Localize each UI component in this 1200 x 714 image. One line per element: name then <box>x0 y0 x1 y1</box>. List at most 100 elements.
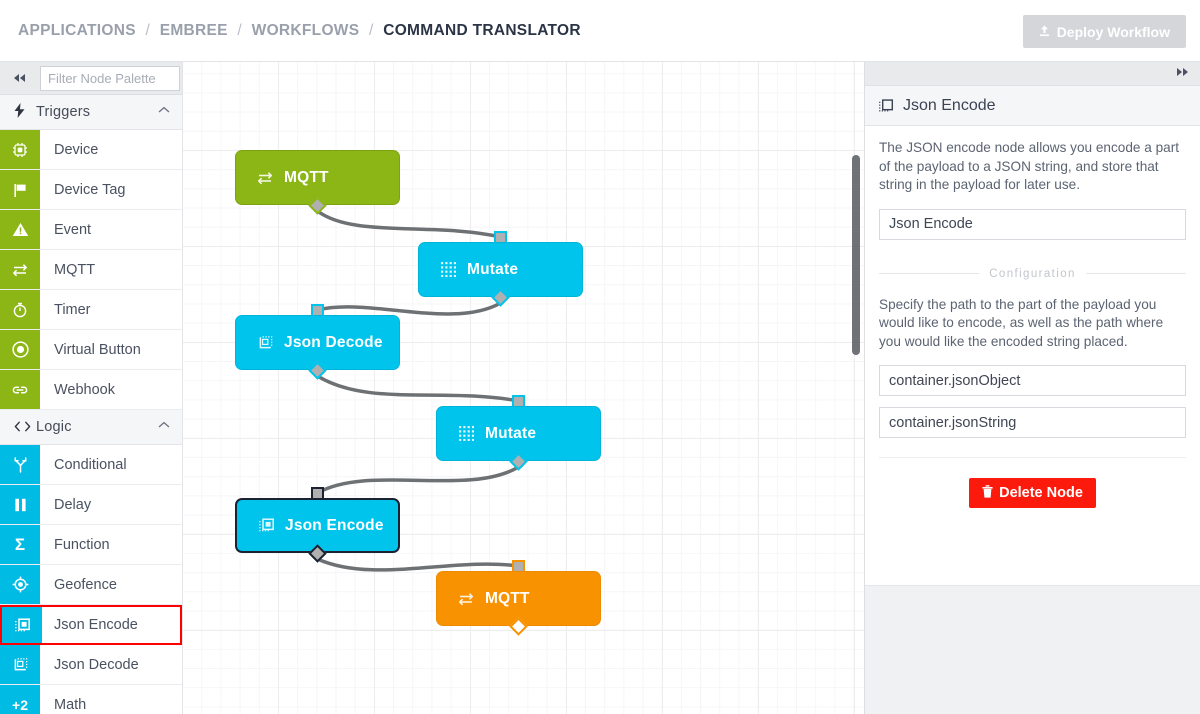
palette-header <box>0 62 182 95</box>
palette-section-logic[interactable]: Logic <box>0 410 182 445</box>
exchange-arrows-icon <box>0 250 40 289</box>
configuration-label: Configuration <box>989 267 1076 280</box>
node-inspector-panel: Json Encode The JSON encode node allows … <box>864 62 1200 714</box>
json-encode-icon <box>878 98 894 114</box>
configuration-divider: Configuration <box>879 267 1187 280</box>
upload-icon <box>1039 25 1050 39</box>
workflow-node-label: Mutate <box>467 260 519 278</box>
node-palette: Triggers Device Device Tag Event MQ <box>0 62 183 714</box>
palette-item-device-tag[interactable]: Device Tag <box>0 170 182 210</box>
workflow-node-label: MQTT <box>284 168 329 186</box>
palette-item-json-decode[interactable]: Json Decode <box>0 645 182 685</box>
palette-item-mqtt[interactable]: MQTT <box>0 250 182 290</box>
palette-item-json-encode[interactable]: Json Encode <box>0 605 182 645</box>
flag-icon <box>0 170 40 209</box>
inspector-body: The JSON encode node allows you encode a… <box>865 126 1200 586</box>
workflow-edges <box>315 209 521 572</box>
node-description: The JSON encode node allows you encode a… <box>879 140 1180 192</box>
palette-item-geofence[interactable]: Geofence <box>0 565 182 605</box>
chip-icon <box>0 130 40 169</box>
trash-icon <box>982 485 993 501</box>
deploy-workflow-label: Deploy Workflow <box>1056 23 1170 40</box>
palette-item-virtual-button[interactable]: Virtual Button <box>0 330 182 370</box>
grid-dots-icon <box>431 262 465 277</box>
divider-line-right <box>1085 273 1187 274</box>
edge-mutate2-to-json-encode <box>315 465 521 495</box>
exchange-arrows-icon <box>248 171 282 185</box>
breadcrumb: Applications / Embree / Workflows / Comm… <box>18 22 581 40</box>
palette-item-timer[interactable]: Timer <box>0 290 182 330</box>
palette-section-label: Logic <box>36 419 72 435</box>
node-name-input[interactable] <box>879 208 1186 240</box>
code-brackets-icon <box>14 420 36 435</box>
deploy-workflow-button[interactable]: Deploy Workflow <box>1022 15 1186 48</box>
palette-item-label: Device Tag <box>54 181 126 198</box>
palette-item-device[interactable]: Device <box>0 130 182 170</box>
branch-icon <box>0 445 40 484</box>
edge-json-decode-to-mutate2 <box>315 374 521 403</box>
json-decode-icon <box>248 334 282 351</box>
page-title: Command Translator <box>383 22 581 39</box>
palette-item-webhook[interactable]: Webhook <box>0 370 182 410</box>
filter-node-palette-input[interactable] <box>40 65 180 91</box>
palette-item-label: Timer <box>54 301 91 318</box>
sigma-icon: Σ <box>0 525 40 564</box>
delete-node-label: Delete Node <box>999 485 1083 501</box>
breadcrumb-embree[interactable]: Embree <box>159 22 228 39</box>
palette-section-label: Triggers <box>36 104 91 120</box>
palette-item-label: Delay <box>54 496 92 513</box>
breadcrumb-separator: / <box>368 22 374 39</box>
json-encode-icon <box>2 607 42 643</box>
edge-json-encode-to-mqtt-out <box>315 557 521 572</box>
double-chevron-left-icon[interactable] <box>0 62 40 95</box>
warning-triangle-icon <box>0 210 40 249</box>
chevron-up-icon <box>158 420 170 432</box>
palette-item-label: Json Encode <box>54 617 138 633</box>
top-bar: Applications / Embree / Workflows / Comm… <box>0 0 1200 62</box>
bolt-icon <box>14 103 36 121</box>
crosshair-icon <box>0 565 40 604</box>
palette-item-function[interactable]: Σ Function <box>0 525 182 565</box>
target-path-input[interactable] <box>879 407 1186 438</box>
palette-item-conditional[interactable]: Conditional <box>0 445 182 485</box>
palette-item-event[interactable]: Event <box>0 210 182 250</box>
palette-item-label: Virtual Button <box>54 341 141 358</box>
stopwatch-icon <box>0 290 40 329</box>
breadcrumb-workflows[interactable]: Workflows <box>251 22 360 39</box>
palette-item-math[interactable]: +2 Math <box>0 685 182 714</box>
workflow-node-label: MQTT <box>485 589 530 607</box>
palette-item-label: Conditional <box>54 456 127 473</box>
json-decode-icon <box>0 645 40 684</box>
source-path-input[interactable] <box>879 365 1186 396</box>
pause-icon <box>0 485 40 524</box>
workflow-node-mutate-2[interactable]: Mutate <box>436 406 601 461</box>
plus-two-badge: +2 <box>0 685 40 714</box>
workflow-node-json-encode[interactable]: Json Encode <box>235 498 400 553</box>
breadcrumb-applications[interactable]: Applications <box>18 22 136 39</box>
palette-item-label: Device <box>54 141 99 158</box>
palette-item-label: Math <box>54 696 87 713</box>
edge-mutate-to-json-decode <box>315 301 503 316</box>
inspector-header-bar <box>865 62 1200 86</box>
palette-item-label: Webhook <box>54 381 115 398</box>
workflow-canvas[interactable]: MQTT Mutate Json Decode <box>183 62 864 714</box>
palette-item-label: MQTT <box>54 261 96 278</box>
delete-node-row: Delete Node <box>879 457 1186 508</box>
palette-item-delay[interactable]: Delay <box>0 485 182 525</box>
workflow-node-json-decode[interactable]: Json Decode <box>235 315 400 370</box>
configuration-description: Specify the path to the part of the payl… <box>879 296 1164 349</box>
exchange-arrows-icon <box>449 592 483 606</box>
canvas-vertical-scrollbar[interactable] <box>852 155 860 355</box>
workflow-node-label: Mutate <box>485 424 537 442</box>
palette-item-label: Geofence <box>54 576 117 593</box>
workflow-node-mqtt-trigger[interactable]: MQTT <box>235 150 400 205</box>
inspector-title-row: Json Encode <box>865 86 1200 126</box>
palette-section-triggers[interactable]: Triggers <box>0 95 182 130</box>
edge-mqtt-to-mutate <box>315 209 503 239</box>
double-chevron-right-icon[interactable] <box>1174 67 1190 80</box>
workflow-node-mqtt-output[interactable]: MQTT <box>436 571 601 626</box>
delete-node-button[interactable]: Delete Node <box>969 478 1096 508</box>
workflow-node-mutate-1[interactable]: Mutate <box>418 242 583 297</box>
palette-item-label: Function <box>54 536 110 553</box>
divider-line-left <box>879 273 980 274</box>
